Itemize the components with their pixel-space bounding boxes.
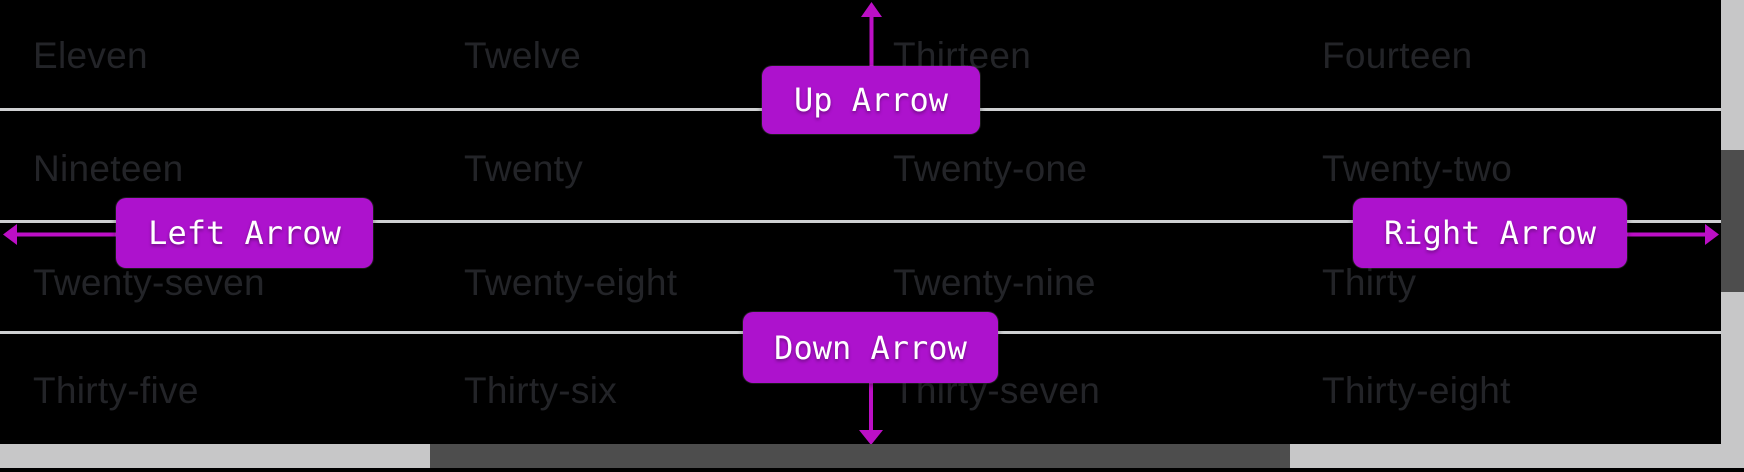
grid-cell: Nineteen (33, 148, 184, 189)
grid-cell: Twenty-one (893, 148, 1088, 189)
grid-cell: Thirty-eight (1322, 370, 1511, 411)
grid-cell: Eleven (33, 35, 148, 76)
row-divider (0, 220, 1721, 223)
grid-cell: Fourteen (1322, 35, 1473, 76)
vertical-scrollbar-track[interactable] (1721, 0, 1744, 468)
left-arrow-button[interactable]: Left Arrow (116, 198, 373, 268)
grid-cell: Thirty-six (464, 370, 618, 411)
right-arrow-button[interactable]: Right Arrow (1353, 198, 1627, 268)
down-arrow-button[interactable]: Down Arrow (743, 312, 998, 383)
left-arrow-icon (3, 224, 117, 245)
grid-cell: Thirty-five (33, 370, 199, 411)
vertical-scrollbar-thumb[interactable] (1721, 150, 1744, 292)
right-arrow-icon (1627, 224, 1719, 245)
horizontal-scrollbar-track[interactable] (0, 444, 1721, 468)
down-arrow-icon (859, 382, 883, 445)
grid-cell: Twenty-eight (464, 262, 678, 303)
horizontal-scrollbar-thumb[interactable] (430, 444, 1290, 468)
grid-cell: Thirty (1322, 262, 1417, 303)
up-arrow-icon (861, 2, 882, 67)
grid-cell: Twenty-two (1322, 148, 1513, 189)
grid-cell: Twelve (464, 35, 581, 76)
up-arrow-button[interactable]: Up Arrow (762, 66, 980, 134)
grid-cell: Twenty-seven (33, 262, 265, 303)
grid-cell: Twenty-nine (893, 262, 1096, 303)
grid-cell: Twenty (464, 148, 584, 189)
